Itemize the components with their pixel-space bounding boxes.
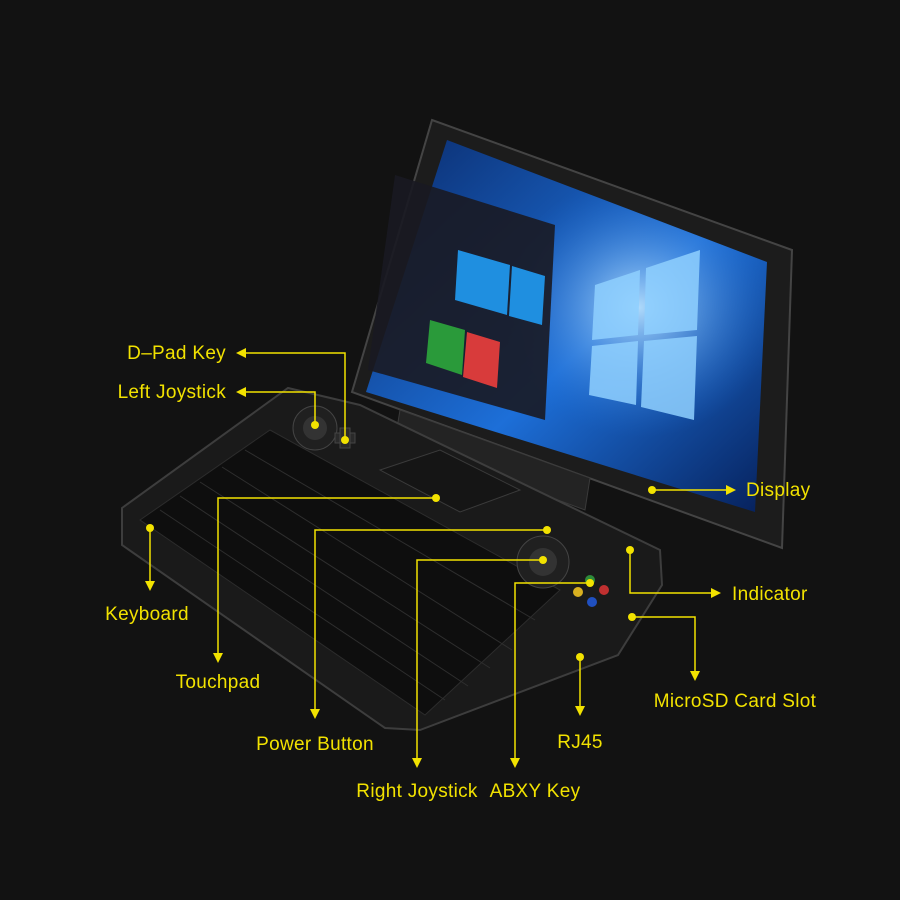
label-indicator: Indicator (732, 584, 808, 605)
label-abxy-key: ABXY Key (489, 781, 581, 802)
keyboard-area (139, 429, 561, 716)
label-right-joystick: Right Joystick (356, 781, 478, 802)
leader-lines (149, 352, 728, 760)
label-keyboard: Keyboard (105, 604, 189, 625)
windows-logo (589, 250, 700, 420)
label-microsd-card-slot: MicroSD Card Slot (653, 691, 817, 712)
label-power-button: Power Button (256, 734, 374, 755)
label-display: Display (746, 480, 811, 501)
label-rj45: RJ45 (557, 732, 603, 753)
leader-dots (146, 421, 656, 661)
arrowheads (145, 348, 736, 768)
label-touchpad: Touchpad (175, 672, 261, 693)
label-left-joystick: Left Joystick (117, 382, 226, 403)
label-dpad-key: D–Pad Key (127, 343, 226, 364)
